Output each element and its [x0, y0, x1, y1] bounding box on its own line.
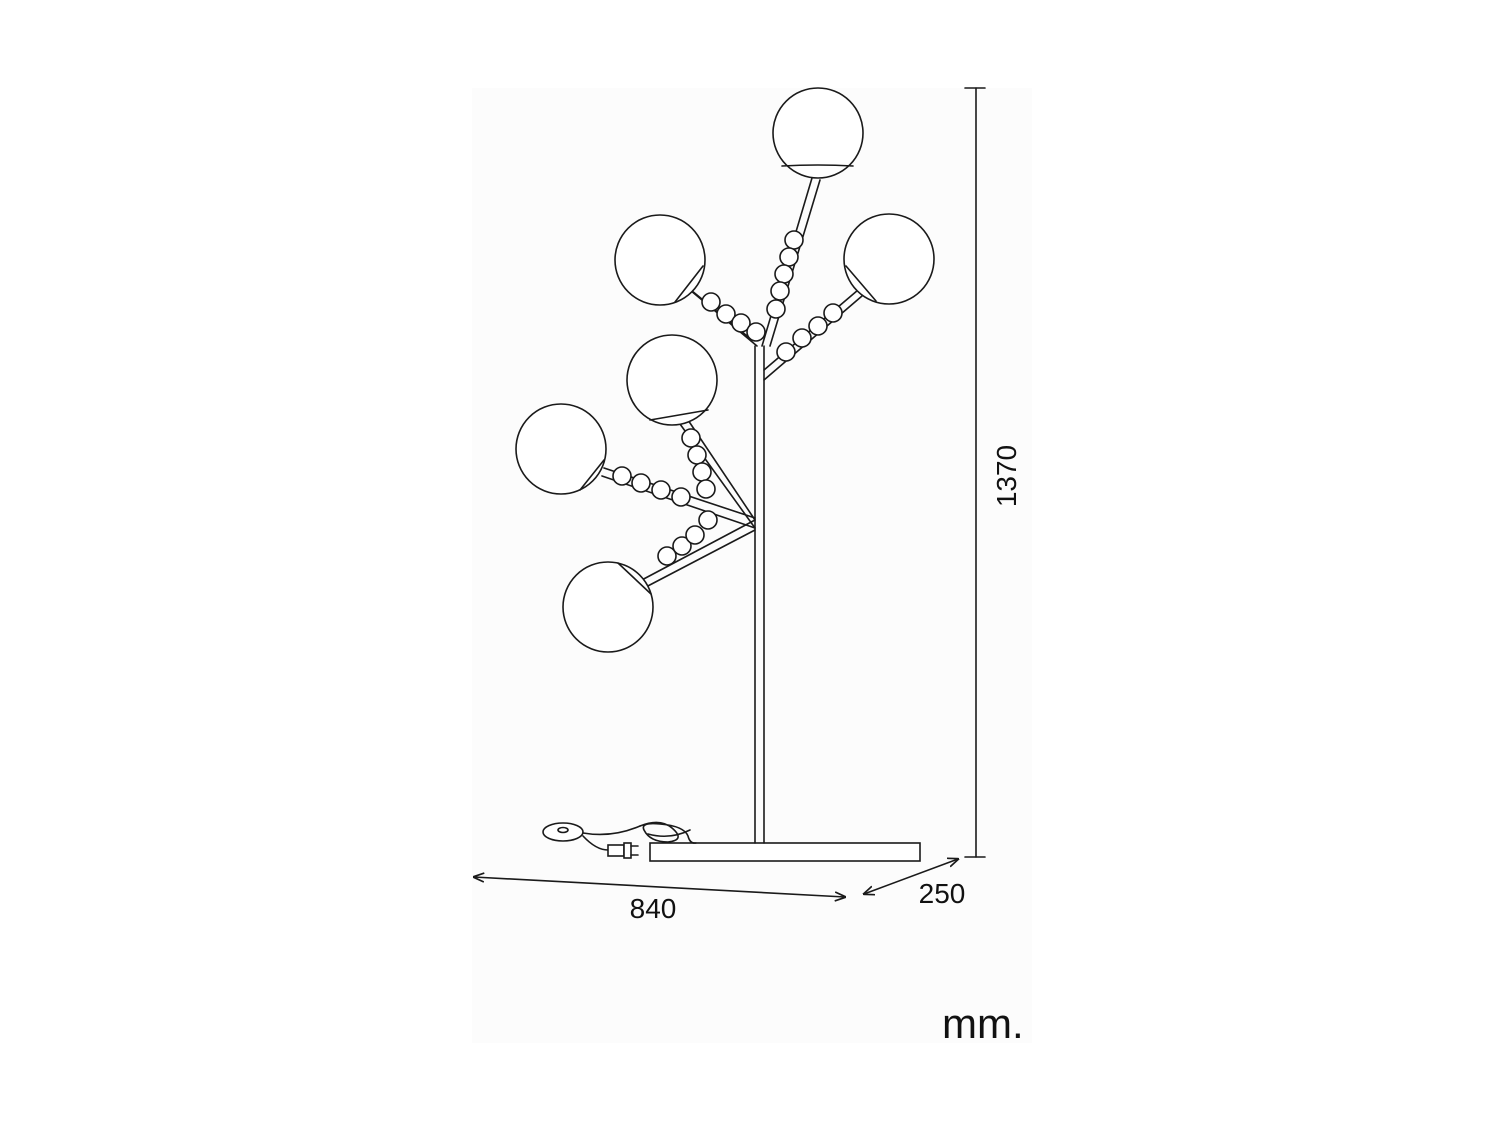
- width-dimension-line: [474, 877, 845, 897]
- unit-label: mm.: [942, 1000, 1024, 1047]
- height-dimension-line: [964, 87, 986, 858]
- depth-label: 250: [919, 878, 966, 909]
- width-label: 840: [630, 893, 677, 924]
- globe-upper-left: [614, 214, 706, 306]
- power-cord: [542, 821, 697, 851]
- globe-upper-right: [843, 213, 935, 305]
- lamp-stem: [754, 345, 765, 844]
- globe-middle: [626, 334, 718, 426]
- height-label: 1370: [991, 445, 1022, 507]
- globe-left: [515, 403, 607, 495]
- lamp-base: [649, 842, 921, 862]
- depth-dimension-line: [864, 859, 958, 894]
- branch-beads: [612, 230, 843, 566]
- branch-lower-left: [637, 519, 756, 589]
- plug-icon: [607, 842, 639, 859]
- globe-top: [772, 87, 864, 179]
- globe-lower-left: [562, 561, 654, 653]
